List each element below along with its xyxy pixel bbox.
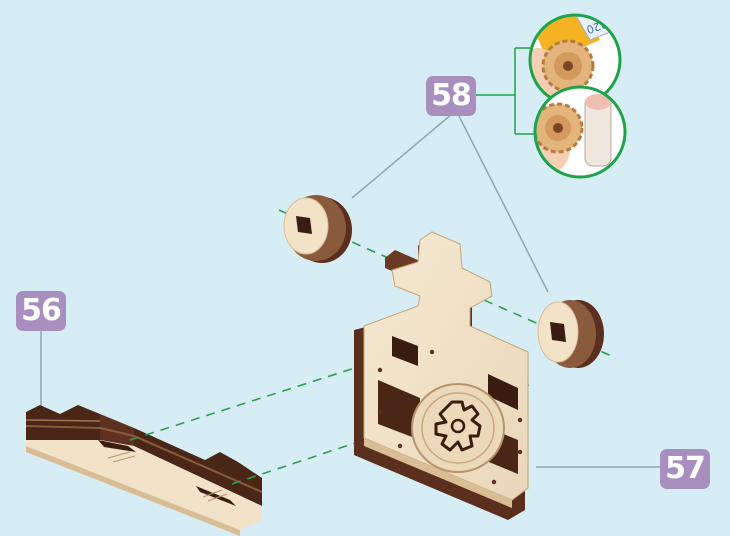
inset-bracket bbox=[476, 48, 534, 134]
callout-58-to-left-wheel bbox=[352, 114, 452, 198]
glue-inset-bottom bbox=[526, 87, 625, 177]
part-number-57-badge: 57 bbox=[660, 449, 710, 489]
part-57-panel bbox=[354, 232, 528, 520]
part-number-56-badge: 56 bbox=[16, 291, 66, 331]
part-58-wheel-right bbox=[538, 300, 604, 368]
part-58-wheel-left bbox=[284, 195, 352, 263]
part-number-58-badge: 58 bbox=[426, 76, 476, 116]
part-56-rail bbox=[26, 405, 262, 536]
